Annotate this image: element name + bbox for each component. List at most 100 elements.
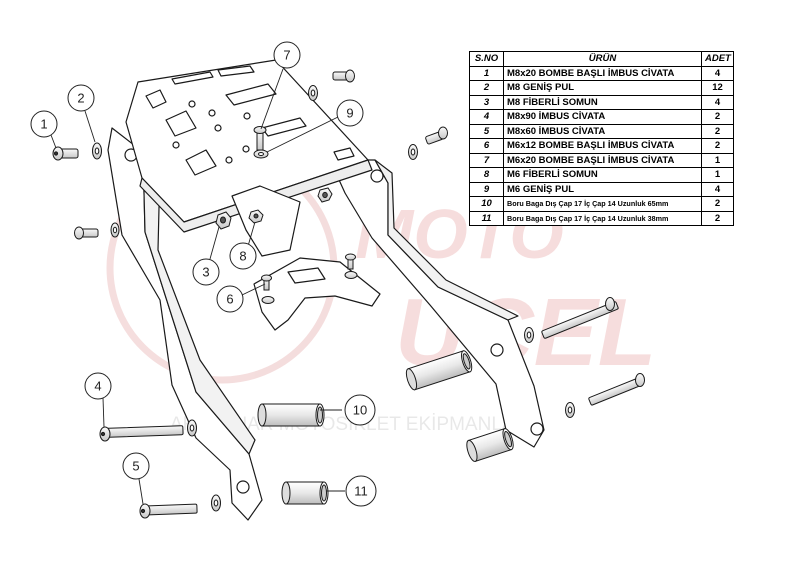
callout-number: 5 xyxy=(132,459,139,474)
lower-bracket-slot xyxy=(287,267,326,284)
table-cell-sno: 8 xyxy=(469,167,504,183)
right-arm-fold xyxy=(374,159,519,321)
table-cell-product: M8 GENİŞ PUL xyxy=(503,80,702,96)
spacer-tube-38mm xyxy=(466,428,514,462)
table-cell-qty: 1 xyxy=(701,152,734,168)
column-header-sno: S.NO xyxy=(469,51,504,67)
washer-m8 xyxy=(308,85,318,101)
plate-slot xyxy=(333,147,355,161)
callout-8: 8 xyxy=(229,242,257,270)
table-cell-sno: 10 xyxy=(469,196,504,212)
bolt-m6x20 xyxy=(253,126,267,151)
spacers xyxy=(257,350,514,505)
table-cell-qty: 1 xyxy=(701,167,734,183)
right-arm-lower-hole xyxy=(530,422,544,436)
plate-slot xyxy=(185,149,217,176)
washer-m8 xyxy=(408,144,418,160)
table-cell-product: M6 FİBERLİ SOMUN xyxy=(503,167,702,183)
callout-1: 1 xyxy=(30,110,58,138)
plate-hole xyxy=(243,112,251,120)
washer-m8 xyxy=(565,402,575,418)
bolt-m8x20 xyxy=(332,69,355,83)
table-cell-sno: 4 xyxy=(469,109,504,125)
table-cell-sno: 6 xyxy=(469,138,504,154)
callout-number: 9 xyxy=(346,106,353,121)
callout-2: 2 xyxy=(67,84,95,112)
bolt-m8x60 xyxy=(139,503,198,519)
plate-hole xyxy=(208,109,216,117)
table-cell-sno: 1 xyxy=(469,65,504,81)
table-cell-sno: 9 xyxy=(469,181,504,197)
table-cell-sno: 11 xyxy=(469,210,504,226)
callout-number: 4 xyxy=(94,379,101,394)
washer-m8 xyxy=(92,142,102,160)
table-cell-product: M8x20 BOMBE BAŞLI İMBUS CİVATA xyxy=(503,65,702,81)
spacer-tube-38mm xyxy=(281,481,329,505)
plate-hole xyxy=(242,145,250,153)
spacer-tube-65mm xyxy=(257,403,325,427)
left-arm-lower-hole xyxy=(236,480,250,494)
plate-slot xyxy=(217,65,255,77)
callout-10: 10 xyxy=(344,394,376,426)
table-cell-qty: 12 xyxy=(701,80,734,96)
washer-m8 xyxy=(211,494,221,512)
callout-4: 4 xyxy=(84,372,112,400)
table-cell-qty: 4 xyxy=(701,181,734,197)
plate-slot xyxy=(165,110,197,137)
nut-m6 xyxy=(248,209,264,224)
plate-slot xyxy=(261,117,307,137)
bolt-m6x12 xyxy=(261,274,275,304)
table-cell-product: M8 FİBERLİ SOMUN xyxy=(503,94,702,110)
callout-3: 3 xyxy=(192,258,220,286)
table-cell-sno: 7 xyxy=(469,152,504,168)
table-cell-product: Boru Baga Dış Çap 17 İç Çap 14 Uzunluk 6… xyxy=(503,196,702,212)
plate-hole xyxy=(214,124,222,132)
column-header-product: ÜRÜN xyxy=(503,51,702,67)
washer-m6 xyxy=(253,149,269,159)
plate-hole xyxy=(225,156,233,164)
table-cell-qty: 2 xyxy=(701,109,734,125)
luggage-plate-edge xyxy=(139,159,373,233)
nut-m8 xyxy=(215,211,232,230)
table-cell-sno: 2 xyxy=(469,80,504,96)
table-cell-sno: 3 xyxy=(469,94,504,110)
table-cell-sno: 5 xyxy=(469,123,504,139)
bolt-m8x20 xyxy=(425,126,448,145)
callout-number: 1 xyxy=(40,117,47,132)
callout-7: 7 xyxy=(273,41,301,69)
callout-number: 6 xyxy=(226,292,233,307)
table-cell-product: M6x12 BOMBE BAŞLI İMBUS CİVATA xyxy=(503,138,702,154)
table-cell-product: M6x20 BOMBE BAŞLI İMBUS CİVATA xyxy=(503,152,702,168)
bolt-m8x20 xyxy=(52,146,79,161)
callout-number: 7 xyxy=(283,48,290,63)
bolt-m8x90 xyxy=(541,297,619,339)
bolt-m6x12 xyxy=(344,253,358,279)
bolt-m8x20 xyxy=(74,226,99,240)
plate-slot xyxy=(225,83,277,106)
nut-m8 xyxy=(317,187,333,203)
callout-number: 11 xyxy=(354,484,368,499)
bolt-m8x60 xyxy=(588,373,645,406)
table-cell-qty: 4 xyxy=(701,65,734,81)
callout-number: 2 xyxy=(77,91,84,106)
callouts: 1 2 3 4 5 6 7 8 xyxy=(30,41,377,507)
plate-hole xyxy=(172,141,180,149)
spacer-tube-65mm xyxy=(405,350,473,391)
table-cell-product: Boru Baga Dış Çap 17 İç Çap 14 Uzunluk 3… xyxy=(503,210,702,226)
bolt-m8x90 xyxy=(99,425,184,442)
callout-11: 11 xyxy=(345,475,377,507)
table-cell-qty: 2 xyxy=(701,210,734,226)
center-bracket xyxy=(231,185,301,257)
